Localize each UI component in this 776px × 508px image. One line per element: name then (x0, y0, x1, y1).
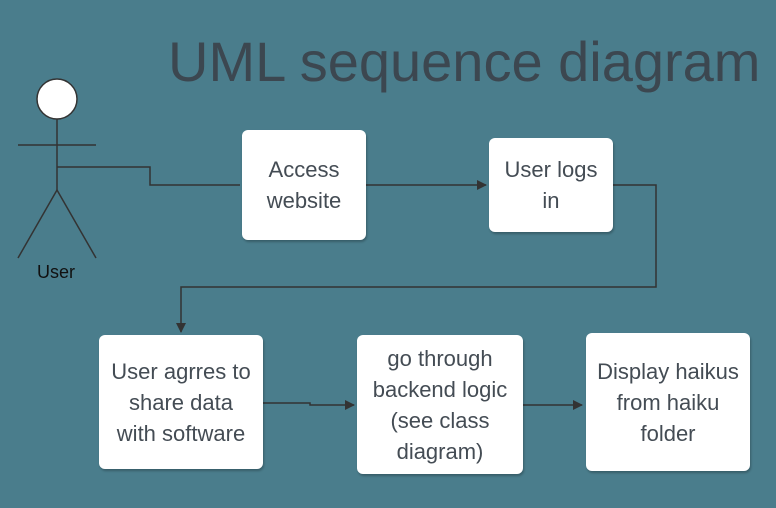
step-user-agrees: User agrres to share data with software (99, 335, 263, 469)
actor-head (36, 78, 78, 120)
actor-leg-left (17, 189, 58, 259)
step-display-haikus: Display haikus from haiku folder (586, 333, 750, 471)
connector-agree-to-backend (263, 400, 355, 410)
connector-actor-to-access (57, 166, 240, 186)
step-user-logs-in: User logs in (489, 138, 613, 232)
diagram-title: UML sequence diagram (168, 30, 761, 93)
step-backend-logic: go through backend logic (see class diag… (357, 335, 523, 474)
actor-leg-right (56, 189, 97, 259)
connector-login-to-agree (176, 184, 657, 333)
actor-figure (17, 78, 97, 259)
step-access-website: Access website (242, 130, 366, 240)
actor-label: User (37, 262, 76, 282)
